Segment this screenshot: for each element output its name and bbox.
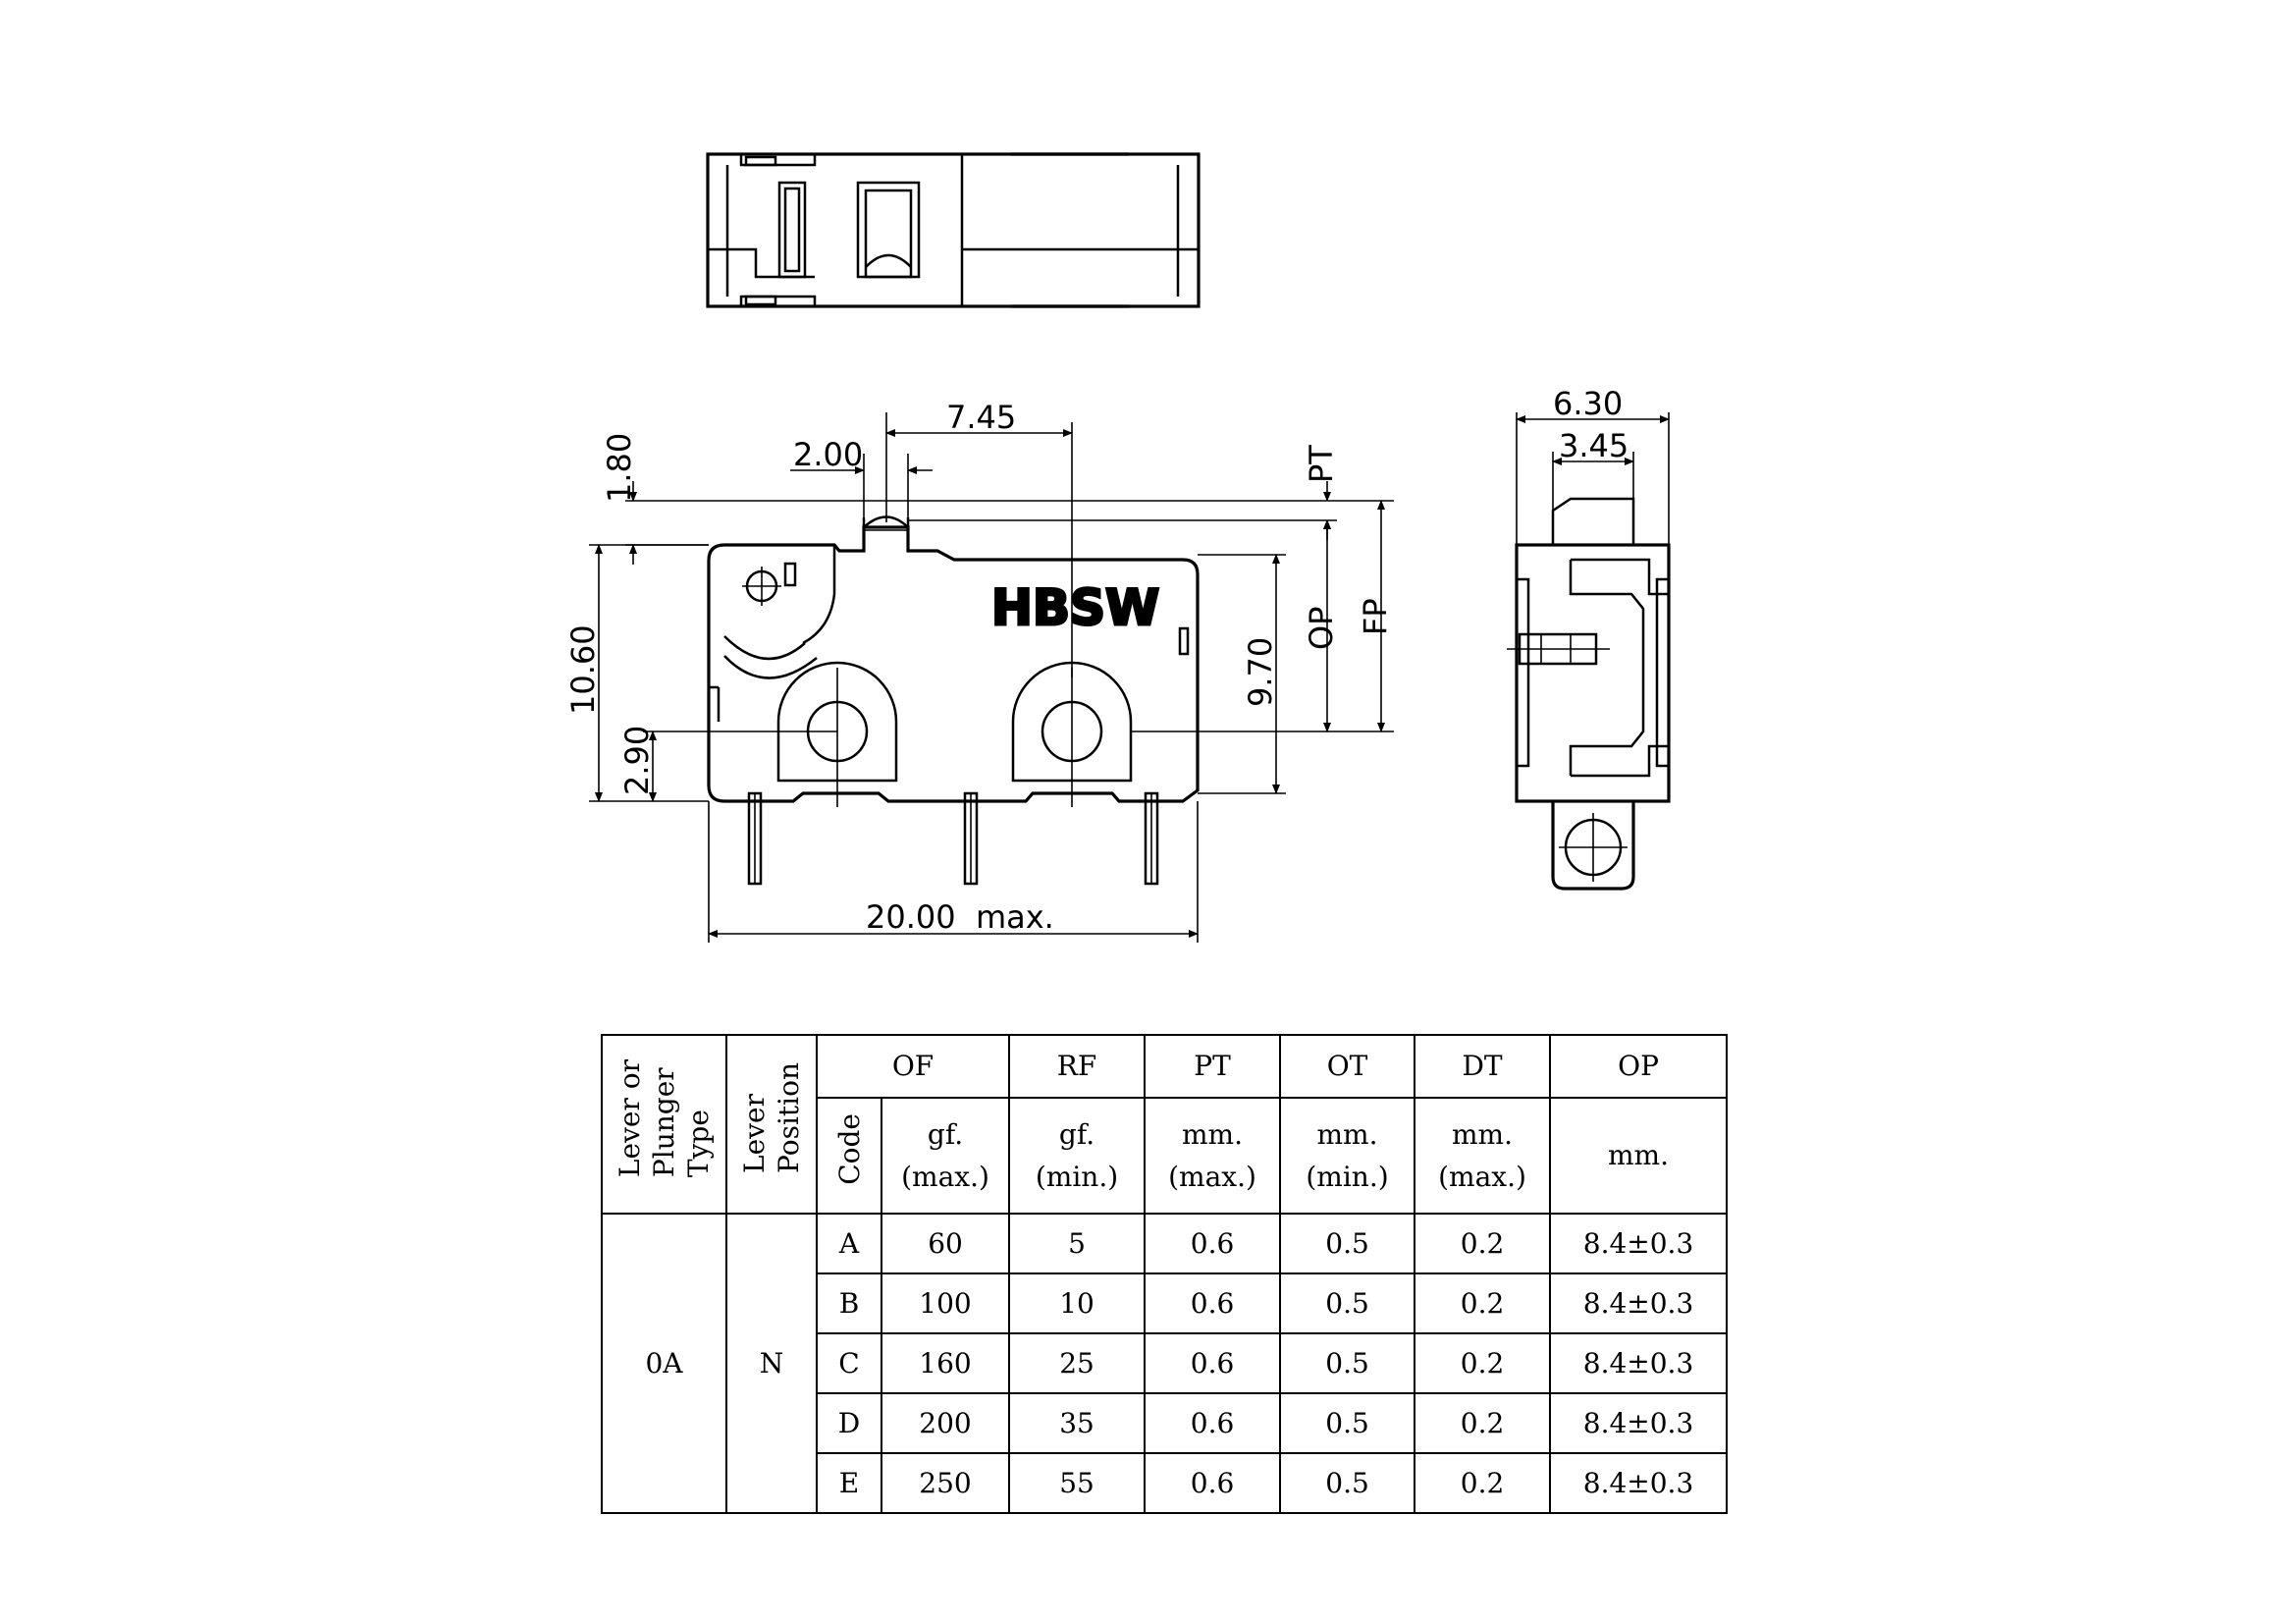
dim-plunger-width: 2.00 <box>793 436 863 473</box>
unit-ot: mm.(min.) <box>1279 1097 1416 1215</box>
cell-of: 200 <box>880 1392 1011 1454</box>
header-op: OP <box>1549 1034 1729 1099</box>
unit-pt: mm.(max.) <box>1144 1097 1282 1215</box>
side-view: 6.30 3.45 <box>1507 385 1671 891</box>
table-row: E 250 55 0.6 0.5 0.2 8.4±0.3 <box>602 1452 1729 1514</box>
header-code: Code <box>816 1097 882 1215</box>
cell-op: 8.4±0.3 <box>1549 1452 1729 1514</box>
cell-op: 8.4±0.3 <box>1549 1213 1729 1274</box>
cell-rf: 55 <box>1008 1452 1147 1514</box>
header-lever-position: Lever Position <box>725 1034 818 1215</box>
cell-rf: 10 <box>1008 1272 1147 1334</box>
header-lever-type: Lever or Plunger Type <box>601 1034 727 1215</box>
cell-ot: 0.5 <box>1279 1213 1416 1274</box>
spec-table: Lever or Plunger Type Lever Position OF … <box>601 1034 1729 1514</box>
symbol-fp: FP <box>1357 598 1394 635</box>
cell-dt: 0.2 <box>1414 1392 1552 1454</box>
cell-of: 60 <box>880 1213 1011 1274</box>
cell-ot: 0.5 <box>1279 1452 1416 1514</box>
table-row: 0A N A 60 5 0.6 0.5 0.2 8.4±0.3 <box>601 1213 1729 1514</box>
dim-plunger-offset: 7.45 <box>946 399 1016 436</box>
cell-code: B <box>816 1272 882 1334</box>
dim-side-width: 6.30 <box>1553 385 1623 422</box>
table-row: C 160 25 0.6 0.5 0.2 8.4±0.3 <box>602 1332 1729 1394</box>
dim-body-height: 10.60 <box>564 624 602 715</box>
top-view <box>706 152 1201 308</box>
cell-code: E <box>816 1452 882 1514</box>
unit-of: gf.(max.) <box>880 1097 1011 1215</box>
cell-dt: 0.2 <box>1414 1332 1552 1394</box>
table-row: B 100 10 0.6 0.5 0.2 8.4±0.3 <box>602 1272 1729 1334</box>
header-dt: DT <box>1414 1034 1552 1099</box>
cell-lever-type: 0A <box>601 1213 727 1514</box>
cell-rf: 35 <box>1008 1392 1147 1454</box>
dim-plunger-height: 1.80 <box>601 433 638 503</box>
cell-ot: 0.5 <box>1279 1332 1416 1394</box>
header-rf: RF <box>1008 1034 1147 1099</box>
cell-op: 8.4±0.3 <box>1549 1272 1729 1334</box>
cell-of: 100 <box>880 1272 1011 1334</box>
cell-rf: 5 <box>1008 1213 1147 1274</box>
cell-of: 160 <box>880 1332 1011 1394</box>
cell-dt: 0.2 <box>1414 1213 1552 1274</box>
cell-code: C <box>816 1332 882 1394</box>
unit-dt: mm.(max.) <box>1414 1097 1552 1215</box>
cell-of: 250 <box>880 1452 1011 1514</box>
symbol-pt: PT <box>1303 445 1340 483</box>
cell-pt: 0.6 <box>1144 1452 1282 1514</box>
cell-ot: 0.5 <box>1279 1272 1416 1334</box>
dim-side-inner-width: 3.45 <box>1559 427 1629 464</box>
cell-op: 8.4±0.3 <box>1549 1392 1729 1454</box>
dim-pin-height: 2.90 <box>618 726 656 795</box>
cell-pt: 0.6 <box>1144 1392 1282 1454</box>
unit-rf: gf.(min.) <box>1008 1097 1147 1215</box>
cell-pt: 0.6 <box>1144 1213 1282 1274</box>
brand-logo: HBSW <box>991 579 1159 636</box>
dim-op-height: 9.70 <box>1242 637 1279 707</box>
unit-op: mm. <box>1549 1097 1729 1215</box>
cell-rf: 25 <box>1008 1332 1147 1394</box>
header-of: OF <box>815 1034 1011 1099</box>
cell-ot: 0.5 <box>1279 1392 1416 1454</box>
cell-pt: 0.6 <box>1144 1272 1282 1334</box>
dim-body-length: 20.00 max. <box>866 898 1054 936</box>
cell-dt: 0.2 <box>1414 1452 1552 1514</box>
cell-lever-position: N <box>725 1213 818 1514</box>
header-pt: PT <box>1144 1034 1282 1099</box>
cell-code: A <box>816 1213 882 1274</box>
cell-op: 8.4±0.3 <box>1549 1332 1729 1394</box>
front-view: HBSW 7.45 2.00 1.80 10.60 2.90 <box>564 399 1394 943</box>
cell-pt: 0.6 <box>1144 1332 1282 1394</box>
symbol-op: OP <box>1303 607 1340 650</box>
header-ot: OT <box>1279 1034 1416 1099</box>
cell-dt: 0.2 <box>1414 1272 1552 1334</box>
cell-code: D <box>816 1392 882 1454</box>
table-row: D 200 35 0.6 0.5 0.2 8.4±0.3 <box>602 1392 1729 1454</box>
